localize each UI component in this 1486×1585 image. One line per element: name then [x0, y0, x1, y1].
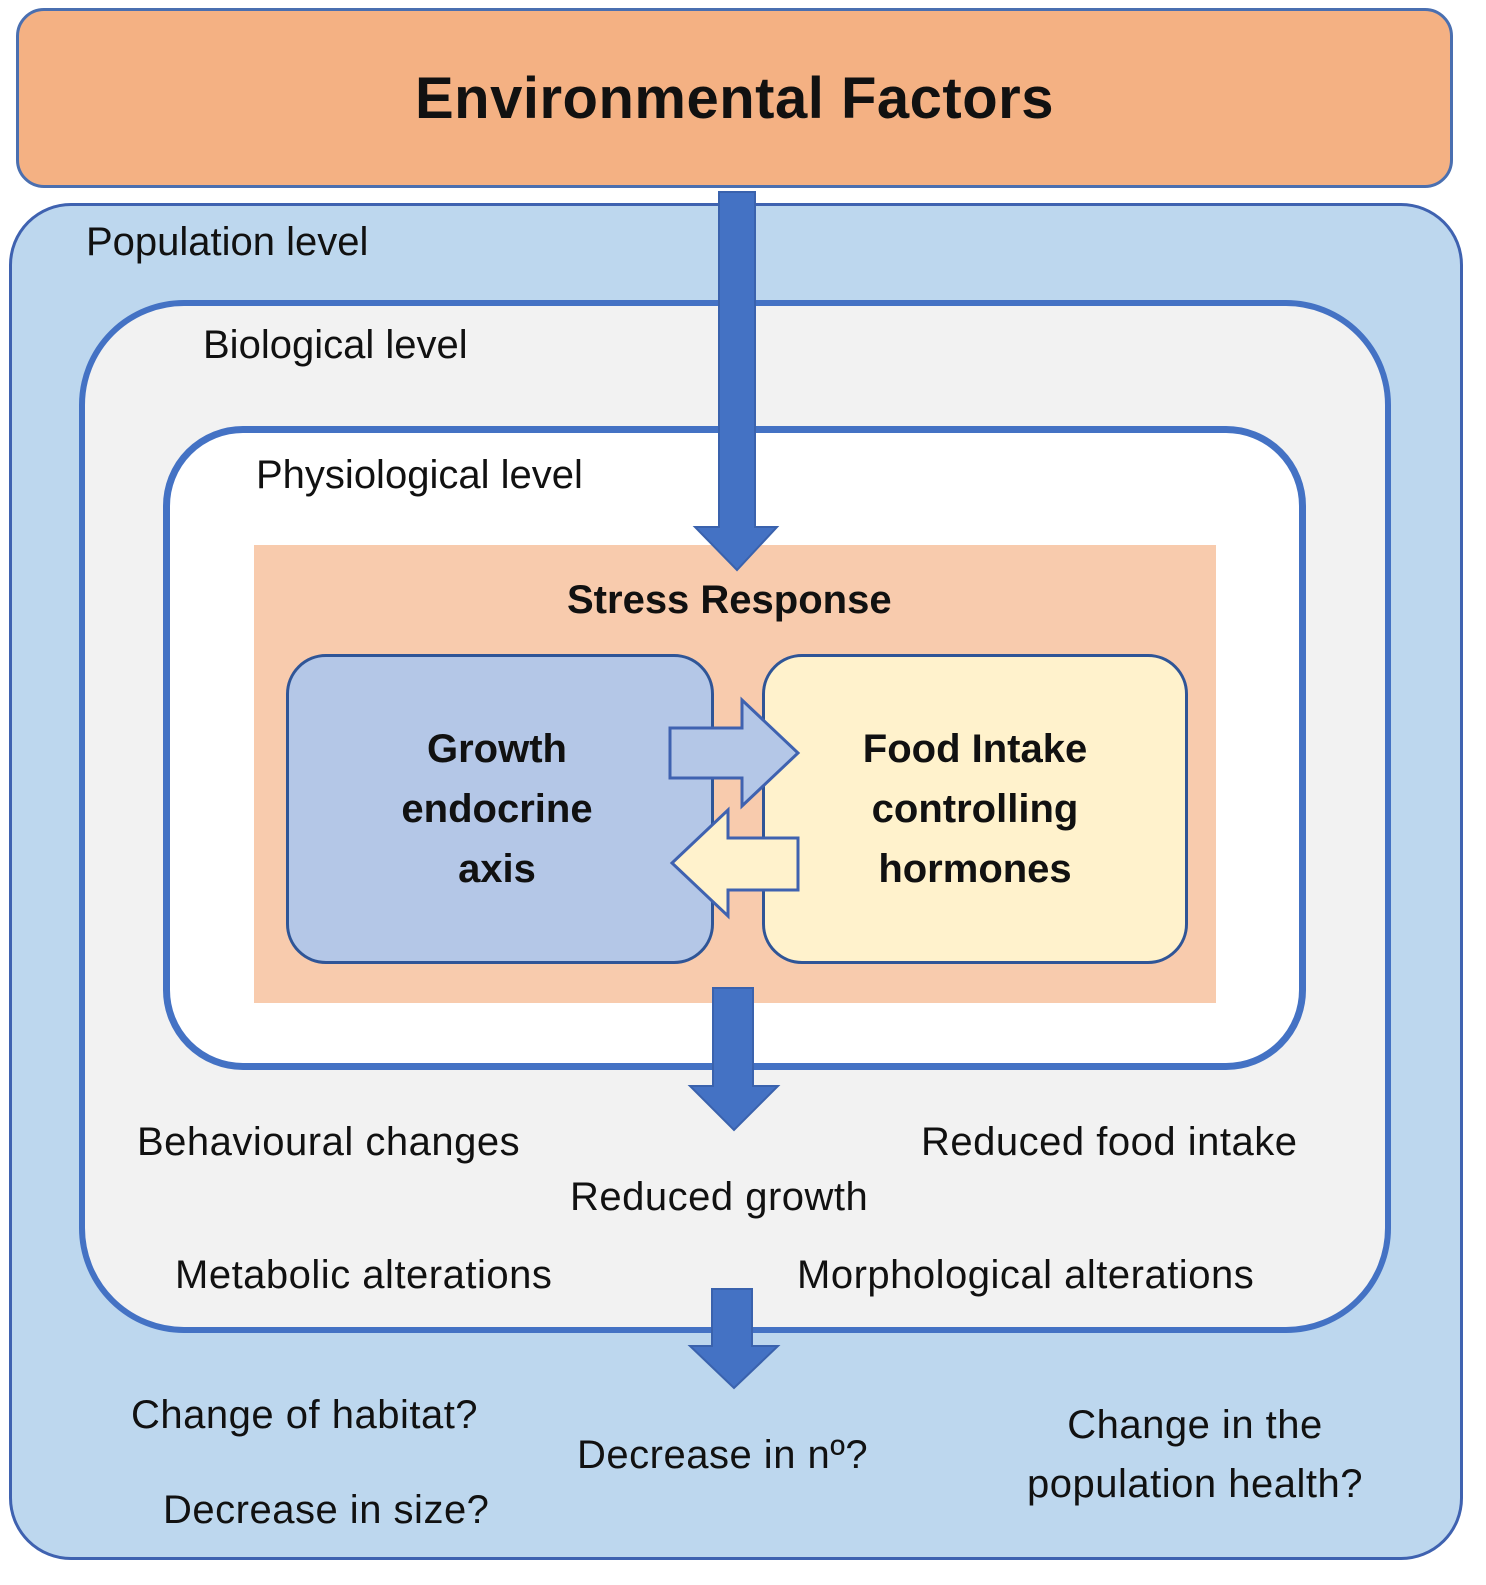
population-health-line-1: Change in the — [1067, 1403, 1323, 1447]
food-intake-line-1: Food Intake — [862, 727, 1088, 771]
physiological-level-label: Physiological level — [256, 453, 583, 497]
food-intake-line-2: controlling — [871, 787, 1079, 831]
metabolic-alterations-label: Metabolic alterations — [175, 1253, 553, 1297]
environmental-factors-title: Environmental Factors — [415, 65, 1054, 131]
arrow-food-to-growth — [669, 806, 800, 920]
arrow-biological-to-population — [687, 1288, 781, 1390]
population-level-label: Population level — [86, 220, 369, 264]
growth-axis-line-1: Growth — [427, 727, 567, 771]
environmental-factors-box: Environmental Factors — [16, 8, 1453, 188]
population-health-label: Change in the population health? — [995, 1396, 1395, 1514]
biological-level-label: Biological level — [203, 323, 468, 367]
change-of-habitat-label: Change of habitat? — [131, 1393, 479, 1437]
growth-axis-line-3: axis — [458, 847, 536, 891]
behavioural-changes-label: Behavioural changes — [137, 1120, 521, 1164]
food-intake-hormones-box: Food Intake controlling hormones — [762, 654, 1188, 964]
food-intake-line-3: hormones — [878, 847, 1072, 891]
morphological-alterations-label: Morphological alterations — [797, 1253, 1255, 1297]
population-health-line-2: population health? — [1027, 1462, 1363, 1506]
growth-axis-line-2: endocrine — [401, 787, 593, 831]
reduced-growth-label: Reduced growth — [570, 1175, 869, 1219]
arrow-physiological-to-biological — [687, 987, 781, 1132]
decrease-in-size-label: Decrease in size? — [163, 1488, 490, 1532]
arrow-environment-to-stress — [692, 191, 780, 572]
stress-response-label: Stress Response — [567, 578, 892, 622]
arrow-growth-to-food — [668, 696, 801, 810]
decrease-in-number-label: Decrease in nº? — [577, 1433, 869, 1477]
reduced-food-intake-label: Reduced food intake — [921, 1120, 1298, 1164]
growth-endocrine-axis-box: Growth endocrine axis — [286, 654, 714, 964]
